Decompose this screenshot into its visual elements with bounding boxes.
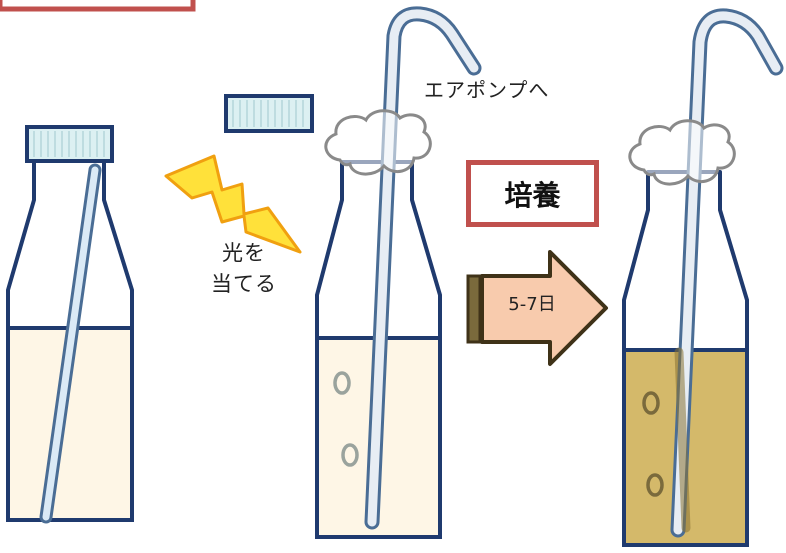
- culture-label: 培養: [504, 178, 561, 212]
- cap-ridges: [33, 131, 105, 157]
- partial-red-frame: [0, 0, 196, 12]
- duration-label: 5-7日: [508, 294, 556, 315]
- arrow-right-icon: [466, 250, 608, 366]
- bubble: [646, 473, 664, 497]
- loose-cap: [224, 94, 314, 133]
- bottle-aerated: [315, 6, 482, 539]
- light-label-line1: 光を: [222, 241, 266, 265]
- air-tube: [367, 9, 479, 527]
- cotton-plug: [324, 109, 432, 176]
- lightning-icon: [164, 154, 302, 254]
- tube: [42, 166, 99, 521]
- air-pump-label: エアポンプへ: [424, 78, 550, 102]
- tube-submerged-tint: [674, 347, 691, 533]
- bubble: [333, 371, 351, 395]
- culture-box: 培養: [466, 160, 599, 227]
- air-tube: [673, 11, 781, 535]
- arrow-tail-band: [466, 274, 482, 344]
- liquid-initial: [6, 326, 134, 522]
- bottle-initial: [6, 125, 134, 524]
- bottle-cultured: [622, 8, 784, 547]
- light-label-line2: 当てる: [211, 272, 277, 296]
- light-label: 光を 当てる: [198, 238, 290, 300]
- bubble: [642, 391, 660, 415]
- arrow-body: [480, 250, 608, 366]
- cap: [224, 94, 314, 133]
- bubble: [341, 443, 359, 467]
- cotton-plug: [628, 119, 736, 186]
